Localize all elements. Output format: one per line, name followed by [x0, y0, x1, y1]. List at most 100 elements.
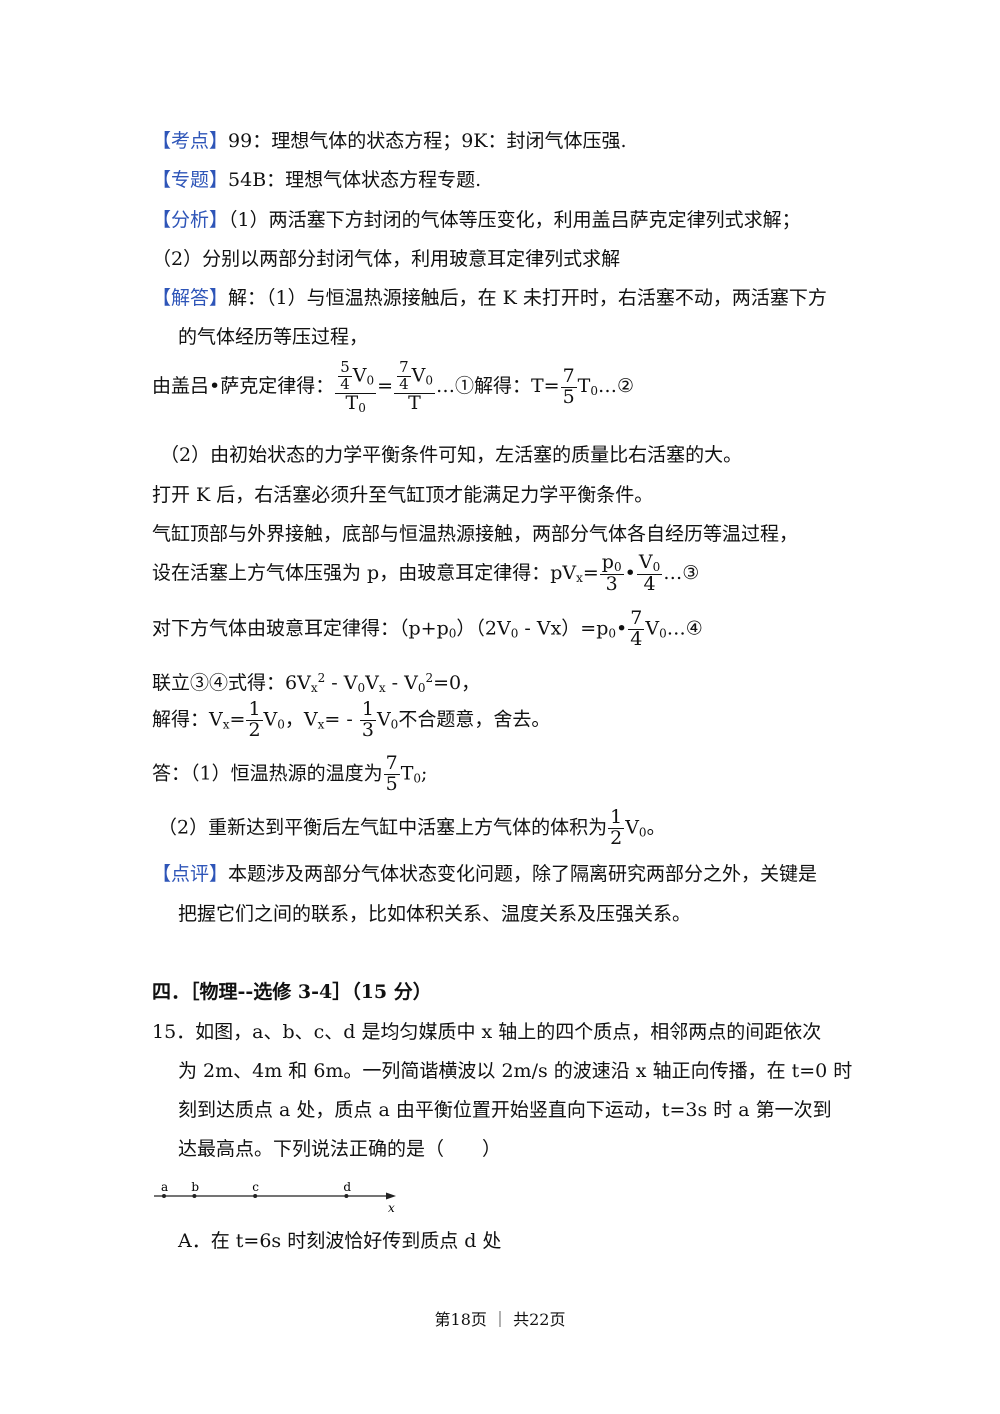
eq5-a: - V	[325, 672, 358, 694]
zhuanti-text: 54B：理想气体状态方程专题.	[228, 169, 482, 191]
eq5-b: V	[365, 672, 379, 694]
dianping-line1: 【点评】本题涉及两部分气体状态变化问题，除了隔离研究两部分之外，关键是	[152, 859, 817, 889]
axis-point-b	[192, 1194, 197, 1198]
ans1-tail: ;	[421, 762, 428, 785]
eq1-t1-sub: 0	[358, 400, 366, 415]
eq6-sub2: 0	[390, 717, 399, 732]
x-axis-arrow	[386, 1192, 396, 1200]
ans1-fd: 5	[385, 772, 398, 795]
eq4-mid2: - Vx）=p	[518, 617, 609, 640]
eq3-vd: 4	[643, 572, 656, 595]
q15-line4: 达最高点。下列说法正确的是（ ）	[178, 1138, 502, 1160]
axis-point-d	[344, 1194, 349, 1198]
eq3-pn-sub: 0	[613, 560, 622, 574]
eq1-v2-sub: 0	[425, 373, 433, 388]
eq1-fd: 5	[562, 385, 575, 408]
eq5-sup2: 2	[425, 671, 434, 685]
eq1-v2: V	[411, 364, 426, 387]
eq4-fn: 7	[628, 607, 645, 630]
eq3-prefix: 设在活塞上方气体压强为 p，由玻意耳定律得：pV	[152, 561, 577, 584]
eq6-fn2: 1	[359, 698, 376, 721]
eq5-prefix: 联立③④式得：6V	[152, 672, 311, 694]
eq6-x-sub2: x	[317, 717, 325, 732]
ans2-tail: 。	[646, 816, 666, 839]
eq4-fd: 4	[630, 627, 643, 650]
eq3-vn: V	[638, 551, 653, 573]
eq4-dot: •	[616, 617, 628, 640]
ans2-sub: 0	[638, 825, 647, 840]
x-axis-label: x	[388, 1201, 395, 1215]
eq5-d: =0，	[433, 672, 481, 694]
eq3-pn: p	[601, 551, 614, 573]
axis-point-label-c: c	[252, 1180, 259, 1194]
p2-line: （2）由初始状态的力学平衡条件可知，左活塞的质量比右活塞的大。	[160, 444, 743, 466]
page-footer: 第18页 ｜ 共22页	[434, 1310, 566, 1329]
eq5-c: - V	[385, 672, 418, 694]
ans2-fn: 1	[608, 806, 625, 829]
eq5-x-sub2: x	[378, 681, 386, 695]
jieda-tag: 【解答】	[152, 287, 229, 309]
eq4-sub4: 0	[659, 626, 667, 641]
eq4-sub1: 0	[448, 626, 457, 641]
p4-line: 气缸顶部与外界接触，底部与恒温热源接触，两部分气体各自经历等温过程，	[152, 523, 799, 545]
eq1-equals: =	[377, 375, 394, 398]
q15-line1: 15．如图，a、b、c、d 是均匀媒质中 x 轴上的四个质点，相邻两点的间距依次	[152, 1021, 822, 1043]
dianping-line2: 把握它们之间的联系，比如体积关系、温度关系及压强关系。	[178, 903, 692, 925]
eq5-x-sub: x	[310, 681, 318, 695]
dianping-tag: 【点评】	[152, 863, 229, 885]
eq4-v: V	[645, 617, 660, 640]
eq1-t2: T	[408, 391, 421, 414]
q15-line2: 为 2m、4m 和 6m。一列简谐横波以 2m/s 的波速沿 x 轴正向传播，在…	[178, 1060, 853, 1082]
jieda-line1: 【解答】解：（1）与恒温热源接触后，在 K 未打开时，右活塞不动，两活塞下方	[152, 283, 827, 313]
eq6-x-sub: x	[222, 717, 230, 732]
eq6-prefix: 解得：V	[152, 708, 223, 731]
eq1-t1: T	[345, 391, 359, 414]
jieda-text1: 解：（1）与恒温热源接触后，在 K 未打开时，右活塞不动，两活塞下方	[228, 287, 827, 309]
eq4-sub2: 0	[510, 626, 519, 641]
eq3-pd: 3	[605, 572, 618, 595]
eq5-line: 联立③④式得：6Vx2 - V0Vx - V02=0，	[152, 663, 480, 703]
axis-point-c	[253, 1194, 258, 1198]
ans1-sub: 0	[413, 771, 422, 786]
ans1-t: T	[400, 762, 414, 785]
eq1-v1: V	[352, 364, 367, 387]
section-heading: 四．［物理--选修 3-4］（15 分）	[152, 981, 432, 1003]
eq4-sub3: 0	[608, 626, 617, 641]
eq1-n1: 5	[338, 358, 352, 377]
eq1-mid: …①解得：T=	[435, 375, 560, 398]
kaodian-line: 【考点】99：理想气体的状态方程；9K：封闭气体压强.	[152, 126, 627, 156]
dianping-text1: 本题涉及两部分气体状态变化问题，除了隔离研究两部分之外，关键是	[228, 863, 818, 885]
eq4-tail: …④	[666, 617, 703, 640]
fenxi-tag: 【分析】	[152, 209, 229, 231]
p3-line: 打开 K 后，右活塞必须升至气缸顶才能满足力学平衡条件。	[152, 484, 654, 506]
eq6-tail: 不合题意，舍去。	[398, 708, 551, 731]
eq6-fn: 1	[246, 698, 263, 721]
eq6-fd: 2	[248, 718, 261, 741]
zhuanti-tag: 【专题】	[152, 169, 229, 191]
eq3-equals: =	[582, 561, 599, 584]
eq1-d2: 4	[399, 375, 409, 394]
ans1-fn: 7	[383, 752, 400, 775]
eq4-mid: ）（2V	[456, 617, 511, 640]
eq1-t0-sub: 0	[590, 384, 598, 399]
kaodian-tag: 【考点】	[152, 130, 229, 152]
eq4-prefix: 对下方气体由玻意耳定律得：（p+p	[152, 617, 449, 640]
axis-point-label-d: d	[343, 1180, 351, 1194]
eq1-v1-sub: 0	[366, 373, 375, 388]
zhuanti-line: 【专题】54B：理想气体状态方程专题.	[152, 165, 481, 195]
jieda-line2: 的气体经历等压过程，	[178, 326, 369, 348]
